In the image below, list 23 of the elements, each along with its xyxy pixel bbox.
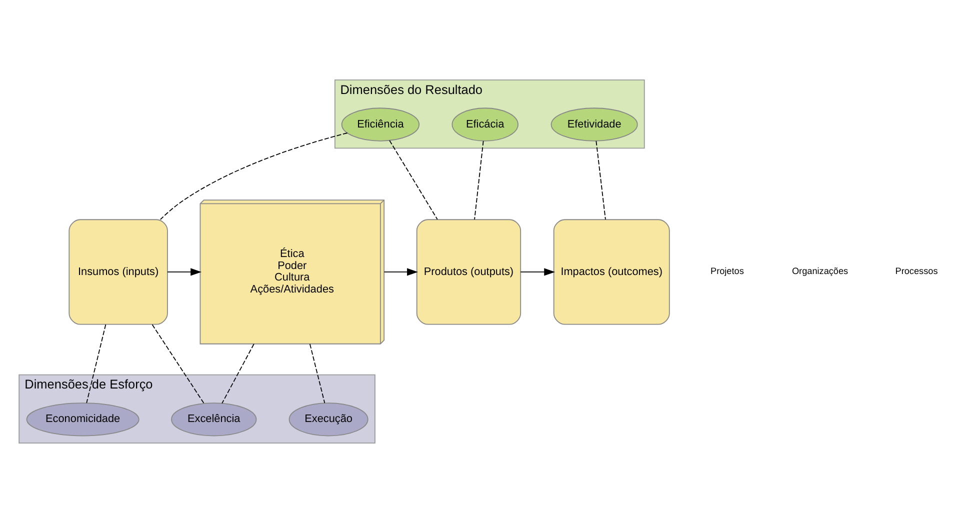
node-ellipse: Eficácia (452, 107, 518, 141)
label: Processos (895, 266, 938, 276)
arrow (520, 268, 556, 276)
connector (160, 132, 348, 220)
connector (309, 343, 326, 403)
connector (86, 324, 106, 403)
label: Projetos (710, 266, 744, 276)
connector (474, 140, 484, 220)
connector (222, 343, 254, 404)
node-ellipse: Economicidade (26, 402, 140, 436)
node-ellipse: Execução (288, 402, 368, 436)
node-ellipse: Eficiência (341, 107, 420, 141)
arrow (384, 268, 418, 276)
node-box: Impactos (outcomes) (553, 218, 670, 324)
connector (152, 324, 204, 404)
node-ellipse: Efetividade (550, 107, 638, 141)
arrow (167, 268, 202, 276)
connector (389, 140, 438, 220)
node-box: Insumos (inputs) (68, 218, 168, 324)
node-ellipse: Excelência (171, 402, 257, 436)
label: Organizações (792, 266, 848, 276)
node-box: Produtos (outputs) (416, 218, 522, 324)
connector (596, 140, 606, 220)
